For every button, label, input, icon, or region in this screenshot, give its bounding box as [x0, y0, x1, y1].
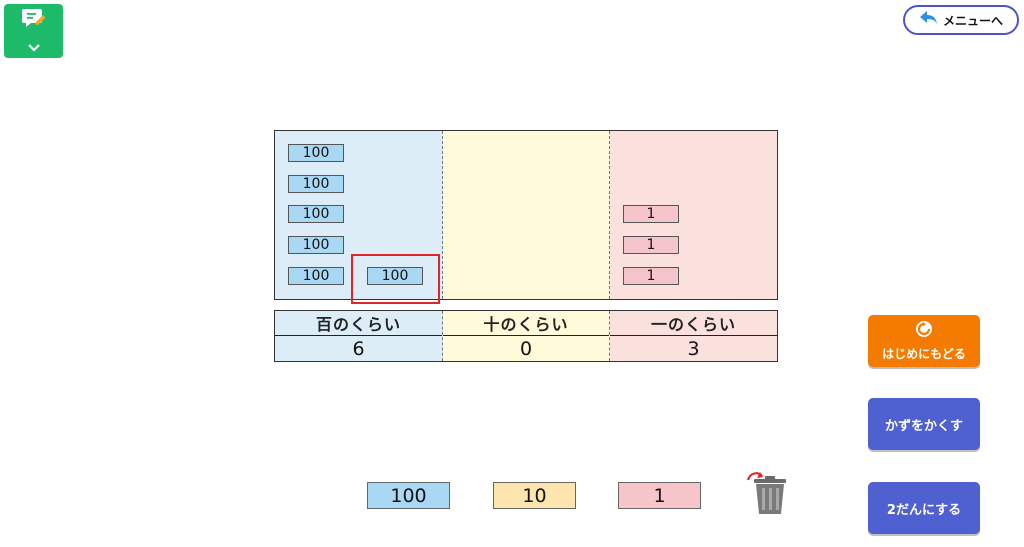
- restart-button-label: はじめにもどる: [882, 347, 966, 361]
- restart-button[interactable]: はじめにもどる: [868, 315, 980, 367]
- hundred-tile-selected[interactable]: 100: [367, 267, 423, 285]
- hundred-tile[interactable]: 100: [288, 236, 344, 254]
- place-value-board: 100 100 100 100 100 100 1 1 1: [274, 130, 778, 300]
- hundred-tile[interactable]: 100: [288, 205, 344, 223]
- ones-table-column: 一のくらい 3: [610, 311, 777, 361]
- trash-icon[interactable]: [742, 470, 792, 518]
- one-tile[interactable]: 1: [623, 236, 679, 254]
- tens-header: 十のくらい: [443, 311, 609, 336]
- hundreds-table-column: 百のくらい 6: [275, 311, 443, 361]
- ones-value: 3: [687, 337, 700, 360]
- hundred-tile[interactable]: 100: [288, 175, 344, 193]
- one-tile[interactable]: 1: [623, 205, 679, 223]
- source-tile-hundred[interactable]: 100: [367, 482, 450, 509]
- hundreds-header: 百のくらい: [275, 311, 442, 336]
- hundreds-value: 6: [352, 337, 365, 360]
- tens-column[interactable]: [443, 131, 610, 299]
- source-tile-ten[interactable]: 10: [493, 482, 576, 509]
- tens-table-column: 十のくらい 0: [443, 311, 610, 361]
- source-tile-one[interactable]: 1: [618, 482, 701, 509]
- menu-button-label: メニューへ: [942, 13, 1003, 28]
- note-pencil-icon: [21, 7, 47, 33]
- note-toggle-button[interactable]: [4, 4, 63, 58]
- hide-numbers-button[interactable]: かずをかくす: [868, 398, 980, 450]
- ones-column[interactable]: 1 1 1: [610, 131, 777, 299]
- place-value-table: 百のくらい 6 十のくらい 0 一のくらい 3: [274, 310, 778, 362]
- two-tier-button[interactable]: 2だんにする: [868, 482, 980, 534]
- chevron-down-icon: [27, 37, 40, 56]
- restart-icon: [915, 320, 933, 341]
- hundreds-column[interactable]: 100 100 100 100 100 100: [275, 131, 443, 299]
- hundred-tile[interactable]: 100: [288, 144, 344, 162]
- ones-header: 一のくらい: [610, 311, 777, 336]
- hundred-tile[interactable]: 100: [288, 267, 344, 285]
- back-arrow-icon: [919, 10, 939, 30]
- tens-value: 0: [519, 337, 533, 360]
- one-tile[interactable]: 1: [623, 267, 679, 285]
- menu-button[interactable]: メニューへ: [903, 5, 1019, 35]
- selection-highlight: [351, 254, 440, 304]
